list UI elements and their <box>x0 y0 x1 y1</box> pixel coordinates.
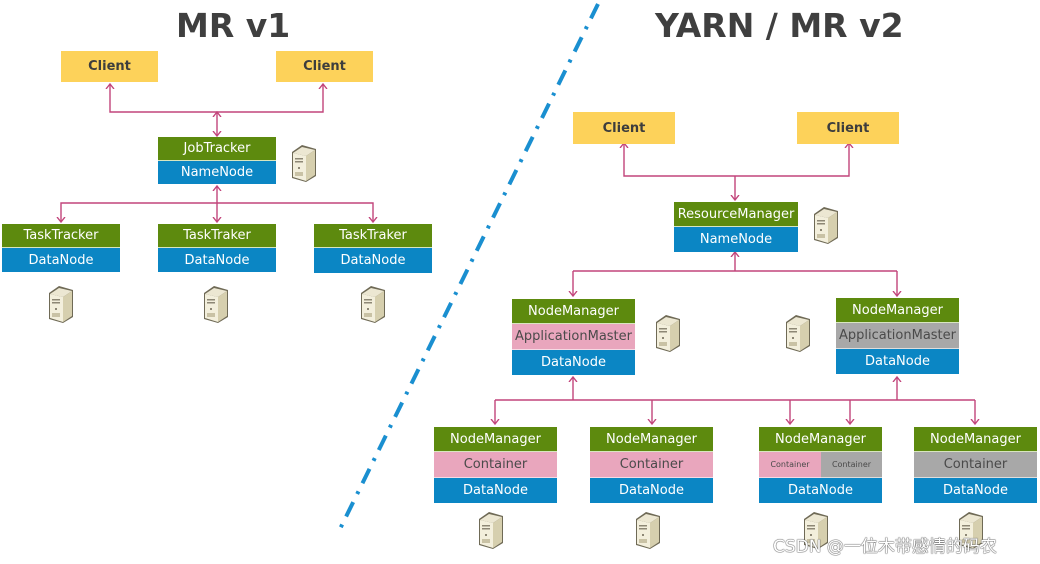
connector-v1-clients <box>110 84 323 113</box>
title-mr-v1: MR v1 <box>176 6 291 45</box>
v1-jobtracker: JobTracker <box>158 137 276 161</box>
yarn-w4-container: Container <box>914 452 1037 478</box>
yarn-w3-container-right: Container <box>821 452 882 478</box>
yarn-w4-datanode: DataNode <box>914 478 1037 503</box>
server-icon <box>357 284 387 324</box>
server-icon <box>200 284 230 324</box>
connector-v1-left <box>61 202 217 222</box>
v1-client-left: Client <box>61 51 158 82</box>
yarn-am-right-datanode: DataNode <box>836 349 959 374</box>
server-icon <box>288 143 318 183</box>
connector-v1-right <box>217 202 373 222</box>
yarn-w3-nodemanager: NodeManager <box>759 427 882 452</box>
yarn-resourcemanager: ResourceManager <box>674 202 798 227</box>
title-yarn: YARN / MR v2 <box>655 6 904 45</box>
yarn-am-left-datanode: DataNode <box>512 350 635 375</box>
v1-worker-3-datanode: DataNode <box>314 248 432 273</box>
yarn-namenode: NameNode <box>674 227 798 252</box>
yarn-client-right: Client <box>797 112 899 144</box>
v1-worker-1-tasktracker: TaskTracker <box>2 224 120 248</box>
yarn-am-left-applicationmaster: ApplicationMaster <box>512 324 635 350</box>
server-icon <box>632 510 662 550</box>
server-icon <box>45 284 75 324</box>
v1-namenode: NameNode <box>158 161 276 184</box>
yarn-w4-nodemanager: NodeManager <box>914 427 1037 452</box>
divider-line <box>336 3 600 534</box>
watermark: CSDN @一位木带感情的码农 <box>773 537 997 557</box>
yarn-w2-container: Container <box>590 452 713 478</box>
yarn-w1-container: Container <box>434 452 557 478</box>
server-icon <box>782 313 812 353</box>
yarn-w1-datanode: DataNode <box>434 478 557 503</box>
v1-worker-2-tasktracker: TaskTraker <box>158 224 276 248</box>
yarn-w1-nodemanager: NodeManager <box>434 427 557 452</box>
yarn-w3-datanode: DataNode <box>759 478 882 503</box>
server-icon <box>652 313 682 353</box>
server-icon <box>955 510 985 550</box>
yarn-am-right-nodemanager: NodeManager <box>836 298 959 323</box>
yarn-am-left-nodemanager: NodeManager <box>512 299 635 324</box>
yarn-w2-nodemanager: NodeManager <box>590 427 713 452</box>
yarn-w2-datanode: DataNode <box>590 478 713 503</box>
server-icon <box>475 510 505 550</box>
v1-worker-1-datanode: DataNode <box>2 248 120 272</box>
v1-worker-3-tasktracker: TaskTraker <box>314 224 432 248</box>
server-icon <box>810 205 840 245</box>
v1-client-right: Client <box>276 51 373 82</box>
v1-worker-2-datanode: DataNode <box>158 248 276 272</box>
server-icon <box>800 510 830 550</box>
yarn-client-left: Client <box>573 112 675 144</box>
yarn-w3-container-left: Container <box>759 452 821 478</box>
connector-yarn-clients <box>624 143 849 177</box>
yarn-am-right-applicationmaster: ApplicationMaster <box>836 323 959 349</box>
